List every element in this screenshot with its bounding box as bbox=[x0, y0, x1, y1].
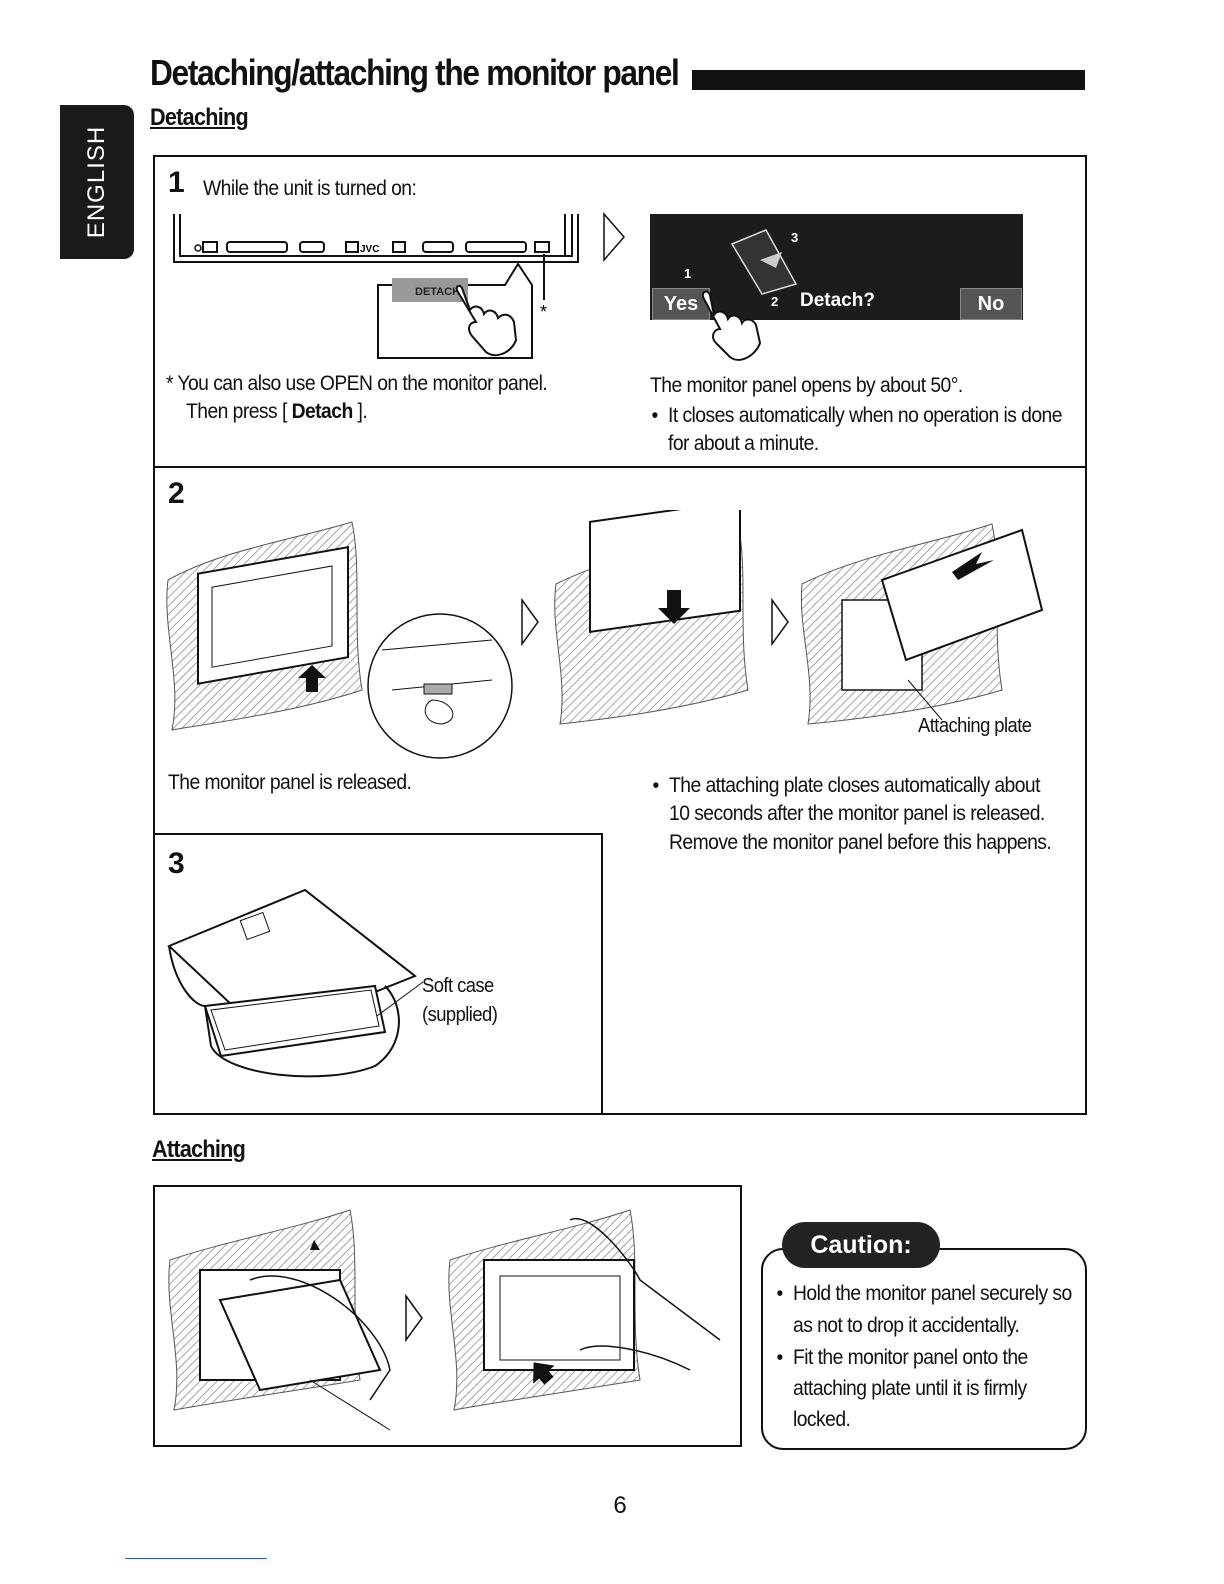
panel-asterisk: * bbox=[540, 302, 547, 322]
marker-2: 2 bbox=[771, 294, 779, 309]
step1-note-line1: * You can also use OPEN on the monitor p… bbox=[166, 372, 548, 395]
page-title: Detaching/attaching the monitor panel bbox=[150, 52, 680, 93]
soft-case-label-line1: Soft case bbox=[422, 975, 494, 997]
attaching-plate-label: Attaching plate bbox=[918, 715, 1032, 737]
language-tab-label: ENGLISH bbox=[83, 125, 110, 239]
step2-bullet-line3: Remove the monitor panel before this hap… bbox=[669, 831, 1052, 854]
page-number: 6 bbox=[613, 1492, 627, 1519]
step3-divider-vertical bbox=[601, 833, 603, 1113]
step2-illustrations bbox=[166, 510, 1044, 759]
caution-title: Caution: bbox=[782, 1222, 940, 1268]
caution-b2-line1: Fit the monitor panel onto the bbox=[776, 1343, 1028, 1372]
attaching-frame bbox=[153, 1185, 742, 1447]
step1-bullet-line1: It closes automatically when no operatio… bbox=[651, 401, 1062, 430]
step1-instruction: While the unit is turned on: bbox=[203, 177, 417, 200]
step1-number: 1 bbox=[168, 166, 185, 199]
panel-tilt-icon bbox=[730, 229, 798, 295]
soft-case-illustration bbox=[167, 888, 424, 1078]
detaching-frame bbox=[153, 155, 1087, 1115]
step2-bullet-line1: The attaching plate closes automatically… bbox=[652, 771, 1040, 800]
pointing-hand-icon bbox=[455, 284, 518, 357]
soft-case-label-line2: (supplied) bbox=[422, 1004, 498, 1026]
detaching-heading: Detaching bbox=[150, 104, 249, 131]
step2-number: 2 bbox=[168, 477, 185, 510]
unit-front-panel-illustration: JVC DETACH * bbox=[173, 214, 579, 359]
caution-b1-line1: Hold the monitor panel securely so bbox=[776, 1279, 1072, 1308]
step-divider bbox=[153, 466, 1087, 468]
detach-prompt: Detach? bbox=[800, 290, 875, 311]
caution-b2-line2: attaching plate until it is firmly bbox=[793, 1377, 1027, 1400]
marker-1: 1 bbox=[684, 266, 692, 281]
step3-divider bbox=[153, 833, 603, 835]
yes-button[interactable]: Yes bbox=[652, 288, 710, 320]
no-button[interactable]: No bbox=[960, 288, 1022, 320]
caution-b1-line2: as not to drop it accidentally. bbox=[793, 1314, 1020, 1337]
tapping-hand-icon bbox=[701, 290, 762, 361]
step3-number: 3 bbox=[168, 847, 185, 880]
next-arrow-icon bbox=[603, 212, 625, 262]
step1-note-line2: Then press [ Detach ]. bbox=[186, 400, 368, 423]
step1-result: The monitor panel opens by about 50°. bbox=[650, 374, 963, 397]
marker-3: 3 bbox=[791, 230, 799, 245]
step1-bullet-line2: for about a minute. bbox=[668, 432, 819, 455]
title-rule bbox=[692, 70, 1085, 90]
language-tab: ENGLISH bbox=[60, 105, 134, 259]
attaching-heading: Attaching bbox=[152, 1136, 246, 1163]
detach-confirm-screen: Yes No Detach? 1 2 3 bbox=[650, 214, 1023, 320]
detach-button-label: DETACH bbox=[415, 286, 460, 298]
footer-rule bbox=[125, 1558, 267, 1559]
step2-bullet-line2: 10 seconds after the monitor panel is re… bbox=[669, 802, 1045, 825]
attaching-illustrations bbox=[168, 1209, 721, 1431]
panel-logo: JVC bbox=[360, 244, 379, 255]
caution-b2-line3: locked. bbox=[793, 1408, 851, 1431]
step2-result: The monitor panel is released. bbox=[168, 771, 412, 794]
